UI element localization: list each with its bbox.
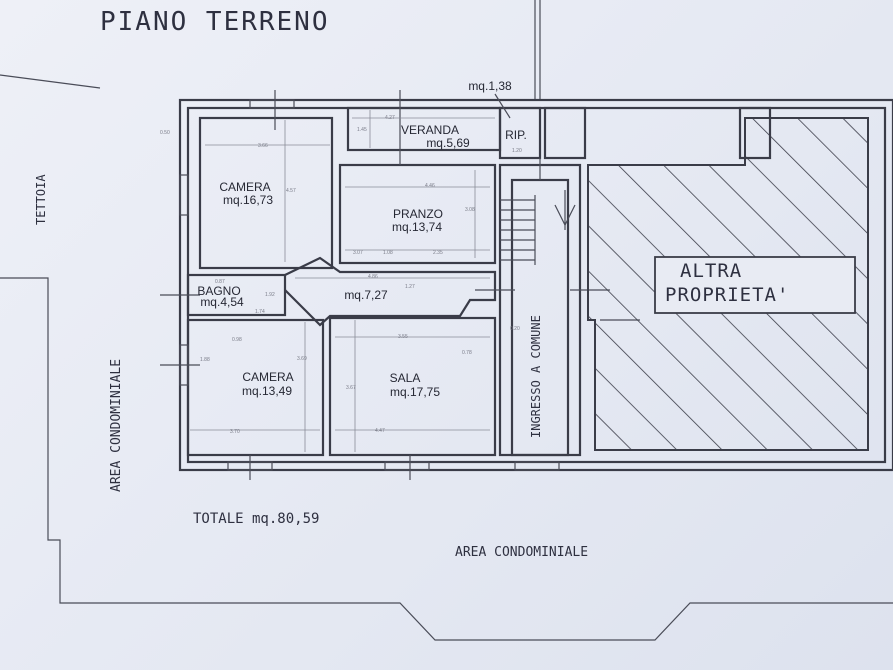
room-name-pranzo: PRANZO bbox=[393, 207, 443, 221]
stairs bbox=[500, 190, 576, 265]
dim-label: 0.20 bbox=[510, 326, 520, 332]
dim-label: 3.67 bbox=[346, 385, 356, 391]
room-area-bagno: mq.4,54 bbox=[200, 295, 244, 309]
room-name-camera-1: CAMERA bbox=[219, 180, 270, 194]
room-area-camera-1: mq.16,73 bbox=[223, 193, 273, 207]
dim-label: 4.46 bbox=[425, 183, 435, 189]
label-area-condominiale-left: AREA CONDOMINIALE bbox=[109, 359, 124, 492]
plan-title: PIANO TERRENO bbox=[100, 7, 330, 37]
dim-label: 3.08 bbox=[465, 207, 475, 213]
label-altra-proprieta: ALTRA PROPRIETA' bbox=[665, 260, 789, 306]
room-area-pranzo: mq.13,74 bbox=[392, 220, 442, 234]
room-area-disimpegno: mq.7,27 bbox=[344, 288, 388, 302]
room-name-rip: RIP. bbox=[505, 128, 527, 142]
dim-label: 0.78 bbox=[462, 350, 472, 356]
room-labels: CAMERA mq.16,73 VERANDA mq.5,69 RIP. mq.… bbox=[197, 79, 527, 399]
label-tettoia: TETTOIA bbox=[34, 174, 48, 225]
room-name-camera-2: CAMERA bbox=[242, 370, 293, 384]
dim-label: 3.07 bbox=[353, 250, 363, 256]
dim-label: 4.57 bbox=[286, 188, 296, 194]
dim-label: 1.20 bbox=[512, 148, 522, 154]
room-name-bagno: BAGNO bbox=[197, 284, 240, 298]
site-outline bbox=[0, 0, 893, 641]
dim-label: 1.92 bbox=[265, 292, 275, 298]
dim-label: 1.27 bbox=[405, 284, 415, 290]
dim-label: 3.55 bbox=[398, 334, 408, 340]
label-area-condominiale-bottom: AREA CONDOMINIALE bbox=[455, 545, 588, 560]
room-area-camera-2: mq.13,49 bbox=[242, 384, 292, 398]
room-area-sala: mq.17,75 bbox=[390, 385, 440, 399]
room-area-veranda: mq.5,69 bbox=[426, 136, 470, 150]
dim-label: 0.50 bbox=[160, 130, 170, 136]
altra-proprieta-area bbox=[587, 117, 869, 451]
room-name-sala: SALA bbox=[390, 371, 421, 385]
altra-proprieta-text: ALTRA bbox=[680, 260, 742, 282]
dim-label: 3.66 bbox=[258, 143, 268, 149]
altra-proprieta-text-line2: PROPRIETA' bbox=[665, 284, 789, 306]
dim-label: 1.45 bbox=[357, 127, 367, 133]
dim-label: 4.86 bbox=[368, 274, 378, 280]
room-name-veranda: VERANDA bbox=[401, 123, 459, 137]
label-ingresso-comune: INGRESSO A COMUNE bbox=[529, 315, 543, 438]
dim-label: 3.70 bbox=[230, 429, 240, 435]
label-totale: TOTALE mq.80,59 bbox=[193, 511, 319, 527]
dim-label: 4.27 bbox=[385, 115, 395, 121]
dim-label: 2.35 bbox=[433, 250, 443, 256]
dim-label: 1.88 bbox=[200, 357, 210, 363]
dim-label: 4.47 bbox=[375, 428, 385, 434]
dim-label: 1.74 bbox=[255, 309, 265, 315]
dim-label: 1.08 bbox=[383, 250, 393, 256]
dimension-labels: 0.50 3.66 4.57 4.27 1.45 4.46 3.08 3.07 … bbox=[160, 115, 522, 435]
dimension-lines bbox=[190, 110, 495, 452]
dim-label: 0.98 bbox=[232, 337, 242, 343]
room-area-rip: mq.1,38 bbox=[468, 79, 512, 93]
dim-label: 3.69 bbox=[297, 356, 307, 362]
dim-label: 0.87 bbox=[215, 279, 225, 285]
